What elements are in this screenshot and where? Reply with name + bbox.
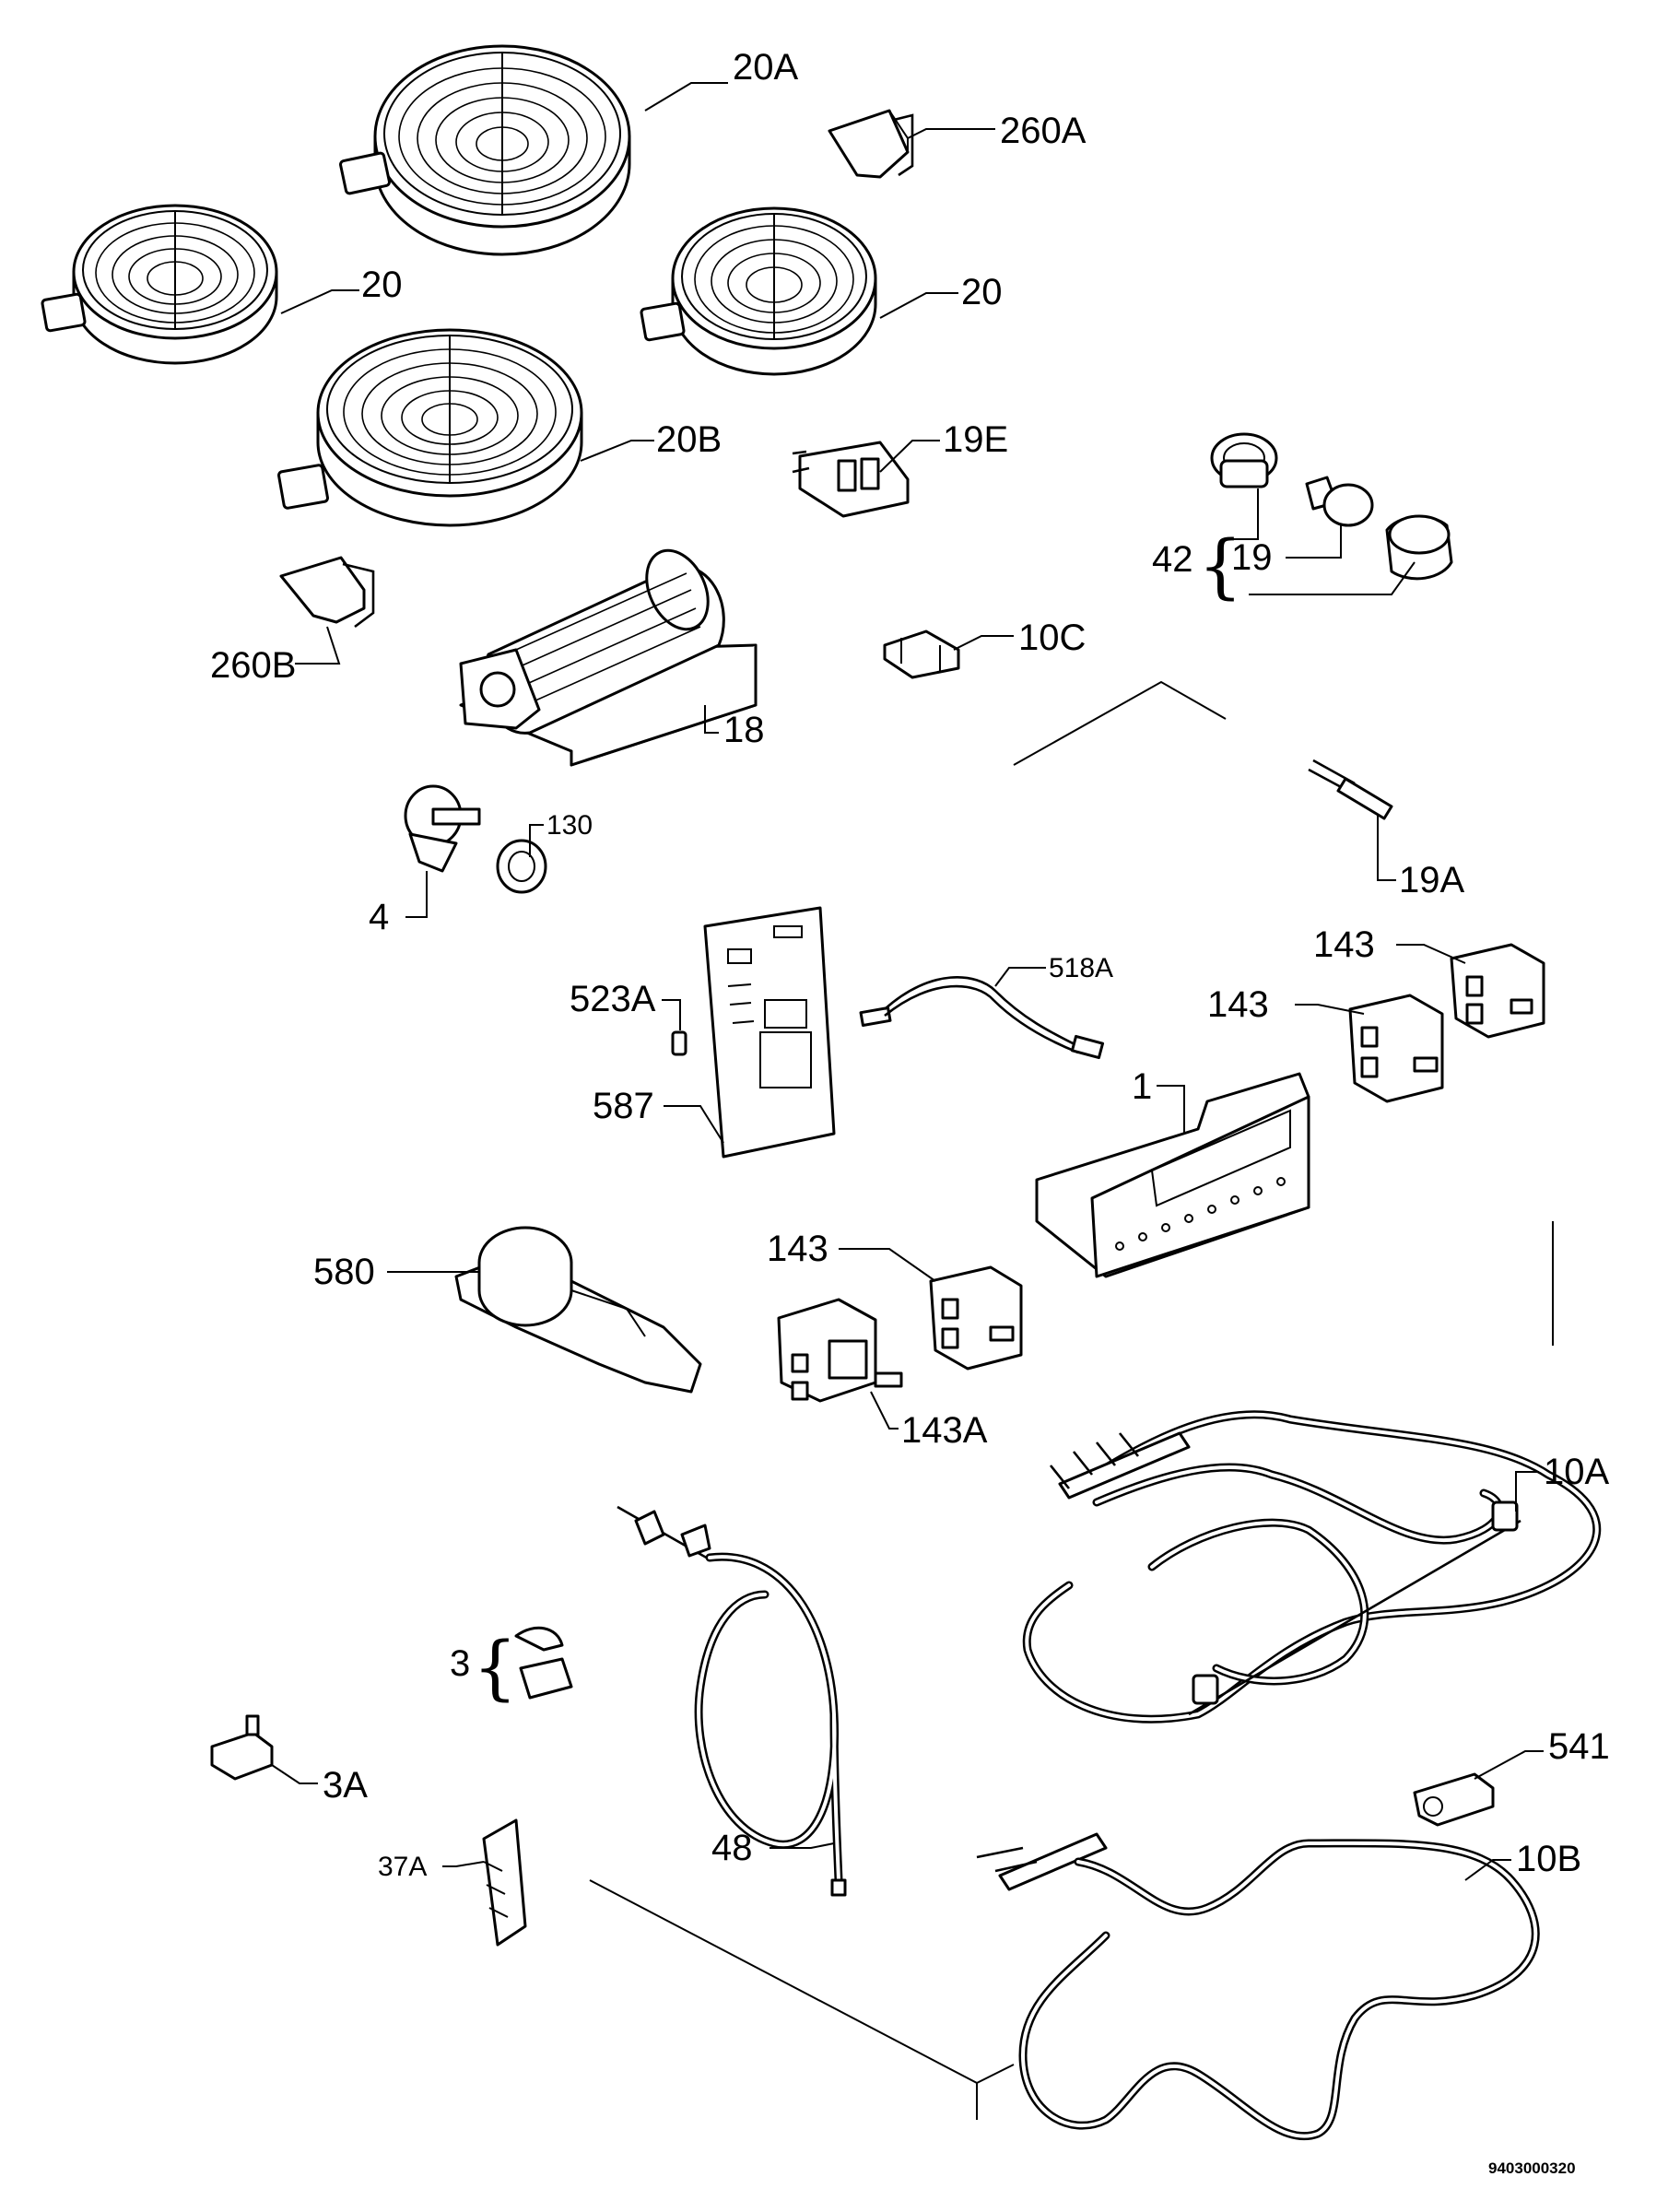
drawing-code: 9403000320: [1488, 2159, 1576, 2177]
label-3a: 3A: [323, 1765, 368, 1806]
control-panel-1: [1035, 1072, 1310, 1278]
grill-element-10a: [1022, 1410, 1602, 1724]
rotary-switch-143-lower: [929, 1265, 1023, 1371]
label-42: 42: [1152, 539, 1193, 580]
label-130: 130: [546, 810, 593, 841]
label-143-lower: 143: [767, 1229, 828, 1269]
clip-10c: [883, 629, 960, 679]
bracket-260a: [828, 109, 914, 179]
label-10b: 10B: [1516, 1839, 1581, 1879]
label-541: 541: [1548, 1726, 1610, 1767]
label-587: 587: [593, 1086, 654, 1126]
motor-assembly-580: [454, 1226, 702, 1394]
spacer-130: [496, 839, 547, 894]
label-18: 18: [723, 710, 765, 750]
label-1: 1: [1132, 1066, 1152, 1107]
part-3: [514, 1626, 573, 1700]
auxiliary-lines: [589, 680, 1554, 2120]
bracket-260b: [279, 556, 375, 629]
oven-lamp-assembly: [1210, 432, 1453, 581]
label-518a: 518A: [1049, 953, 1113, 983]
label-10c: 10C: [1018, 618, 1086, 658]
hob-element-20-left: [41, 204, 278, 365]
leader-lines: [271, 82, 1544, 1881]
hob-element-20a: [339, 44, 631, 256]
fuse-523a: [671, 1030, 687, 1056]
label-20-right: 20: [961, 272, 1003, 312]
label-20b: 20B: [656, 419, 722, 460]
label-19: 19: [1231, 537, 1273, 578]
hob-element-20b: [277, 328, 583, 527]
label-260b: 260B: [210, 645, 296, 686]
sensor-19a: [1308, 759, 1393, 820]
label-143a: 143A: [901, 1410, 988, 1451]
rotary-switch-143a: [777, 1298, 903, 1403]
switch-19e: [792, 441, 910, 518]
label-143-middle: 143: [1207, 984, 1269, 1025]
brace-3: {: [473, 1626, 517, 1708]
label-3: 3: [450, 1643, 470, 1684]
rotary-switch-143-top: [1450, 943, 1545, 1039]
label-48: 48: [711, 1828, 753, 1868]
bottom-element-10b: [976, 1832, 1540, 2141]
motor-4: [404, 784, 481, 873]
tangential-fan-18: [459, 548, 758, 767]
label-580: 580: [313, 1252, 375, 1292]
part-541: [1413, 1772, 1495, 1827]
control-board-587: [703, 906, 836, 1159]
rotary-switch-143-middle: [1348, 994, 1444, 1103]
label-260a: 260A: [1000, 111, 1087, 151]
part-3a: [210, 1714, 274, 1781]
label-19a: 19A: [1399, 860, 1464, 900]
label-523a: 523A: [570, 979, 656, 1019]
label-10a: 10A: [1544, 1452, 1609, 1492]
terminal-block-37a: [482, 1818, 527, 1947]
label-20-left: 20: [361, 265, 403, 305]
callout-labels: 20A 260A 20 20 20B 19E 42 { 19 10C 260B …: [210, 47, 1610, 2177]
cable-518a: [859, 976, 1105, 1060]
label-37a: 37A: [378, 1852, 427, 1882]
label-4: 4: [369, 897, 389, 937]
label-20a: 20A: [733, 47, 798, 88]
hob-element-20-right: [640, 206, 877, 376]
temperature-probe-48: [617, 1505, 847, 1897]
label-19e: 19E: [943, 419, 1008, 460]
label-143-top: 143: [1313, 924, 1375, 965]
brace-42: {: [1198, 524, 1242, 606]
